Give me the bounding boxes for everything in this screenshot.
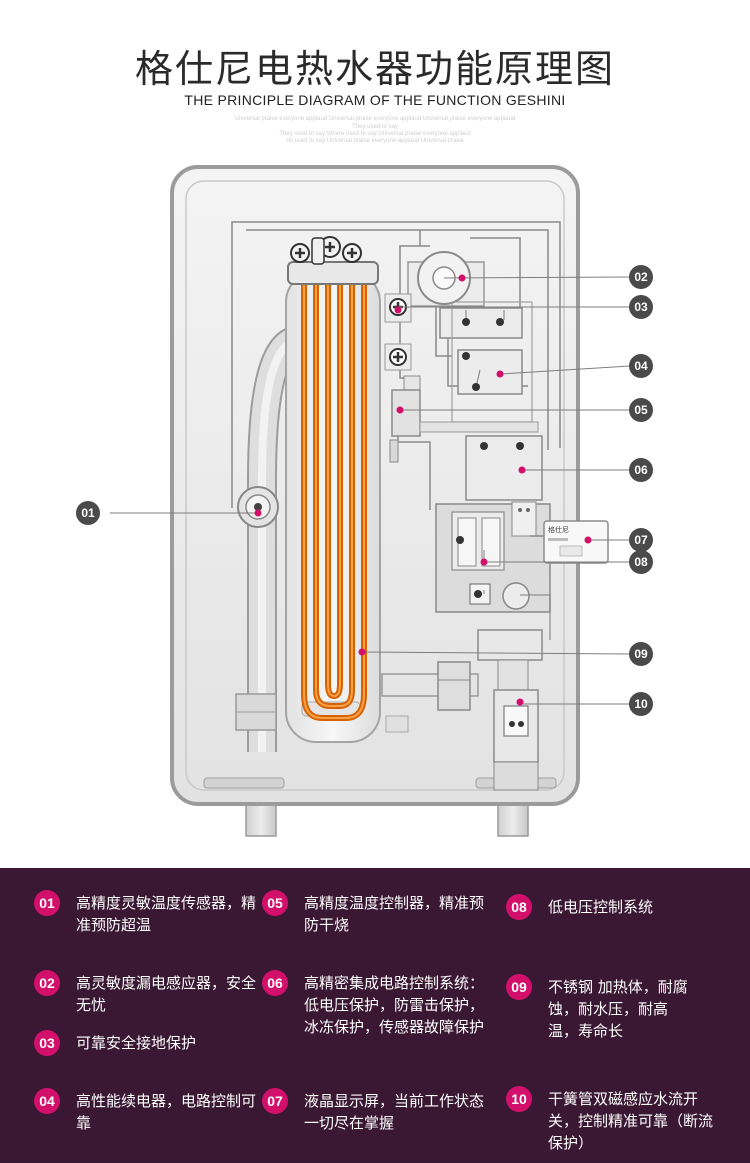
callout-03: 03 [629,295,653,319]
callout-label: 06 [634,463,648,477]
legend-badge: 01 [34,890,60,916]
legend-badge: 05 [262,890,288,916]
callout-07: 07 [629,528,653,552]
callout-label: 08 [634,555,648,569]
faint-line-2: They used to say [352,124,398,130]
callout-06: 06 [629,458,653,482]
legend-text: 高精密集成电路控制系统：低电压保护，防雷击保护，冰冻保护，传感器故障保护 [304,974,485,1036]
callout-02: 02 [629,265,653,289]
legend-text: 高精度温度控制器，精准预防干烧 [304,894,485,934]
faint-line-4: All used to say Universal praise everyon… [286,138,464,144]
faint-line-3: They used to say:Where used to say:Unive… [279,131,471,137]
terminal-screws [290,236,362,265]
legend-text: 高灵敏度漏电感应器，安全无忧 [76,974,257,1014]
legend-text: 高性能续电器，电路控制可靠 [76,1092,257,1132]
legend-text: 高精度灵敏温度传感器，精准预防超温 [76,894,257,934]
base-rail-left [203,777,285,789]
callout-label: 02 [634,270,648,284]
callout-label: 07 [634,533,648,547]
outlet-chamber [477,629,543,661]
legend-text: 低电压控制系统 [548,898,654,916]
lcd-brand: 格仕尼 [548,525,569,534]
page-title: 格仕尼电热水器功能原理图 [134,47,615,91]
legend-badge: 08 [506,894,532,920]
callout-label: 04 [634,359,648,373]
callout-04: 04 [629,354,653,378]
terminal-block [287,261,379,285]
callout-label: 05 [634,403,648,417]
callout-label: 03 [634,300,648,314]
inner-case [185,180,565,791]
legend-text: 液晶显示屏，当前工作状态一切尽在掌握 [304,1092,485,1132]
callout-label: 09 [634,647,648,661]
callout-05: 05 [629,398,653,422]
callout-01: 01 [76,501,100,525]
callout-label: 01 [81,506,95,520]
legend-badge: 10 [506,1086,532,1112]
legend-badge: 04 [34,1088,60,1114]
legend-badge: 02 [34,970,60,996]
legend-text: 可靠安全接地保护 [76,1034,197,1052]
callout-08: 08 [629,550,653,574]
legend-text: 干簧管双磁感应水流开关，控制精准可靠（断流保护） [548,1090,714,1152]
relay-board-top [439,307,523,339]
faint-line-1: Universal praise everyone applaud Univer… [234,116,516,122]
heater-diagram: 格仕尼 [76,165,653,837]
legend-badge: 06 [262,970,288,996]
legend-panel: 01 高精度灵敏温度传感器，精准预防超温 02 高灵敏度漏电感应器，安全无忧 0… [0,868,750,1163]
marker-dots [254,274,592,706]
page-subtitle: THE PRINCIPLE DIAGRAM OF THE FUNCTION GE… [184,92,566,108]
legend-badge: 03 [34,1030,60,1056]
legend-badge: 09 [506,974,532,1000]
callout-label: 10 [634,697,648,711]
temperature-controller [391,389,421,437]
legend-text: 不锈钢 加热体，耐腐蚀，耐水压，耐高温，寿命长 [548,978,688,1040]
callout-10: 10 [629,692,653,716]
control-ic-board [465,435,543,501]
header: 格仕尼电热水器功能原理图 THE PRINCIPLE DIAGRAM OF TH… [0,0,750,160]
callout-09: 09 [629,642,653,666]
legend-badge: 07 [262,1088,288,1114]
